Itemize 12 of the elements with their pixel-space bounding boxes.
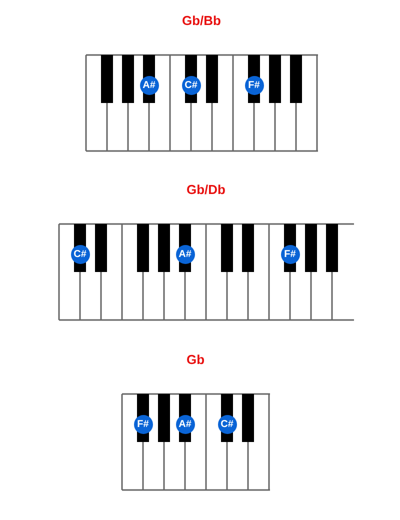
note-marker: A# <box>176 415 194 434</box>
chord-title: Gb/Db <box>186 182 226 197</box>
note-marker: F# <box>244 76 264 95</box>
chord-title: Gb <box>186 352 205 367</box>
note-marker: A# <box>140 76 158 95</box>
note-marker: F# <box>280 245 300 264</box>
note-marker: C# <box>218 415 236 434</box>
note-marker: F# <box>134 415 152 434</box>
note-marker: A# <box>176 245 194 264</box>
note-marker: C# <box>70 245 90 264</box>
note-marker: C# <box>182 76 200 95</box>
chord-title: Gb/Bb <box>182 13 221 28</box>
